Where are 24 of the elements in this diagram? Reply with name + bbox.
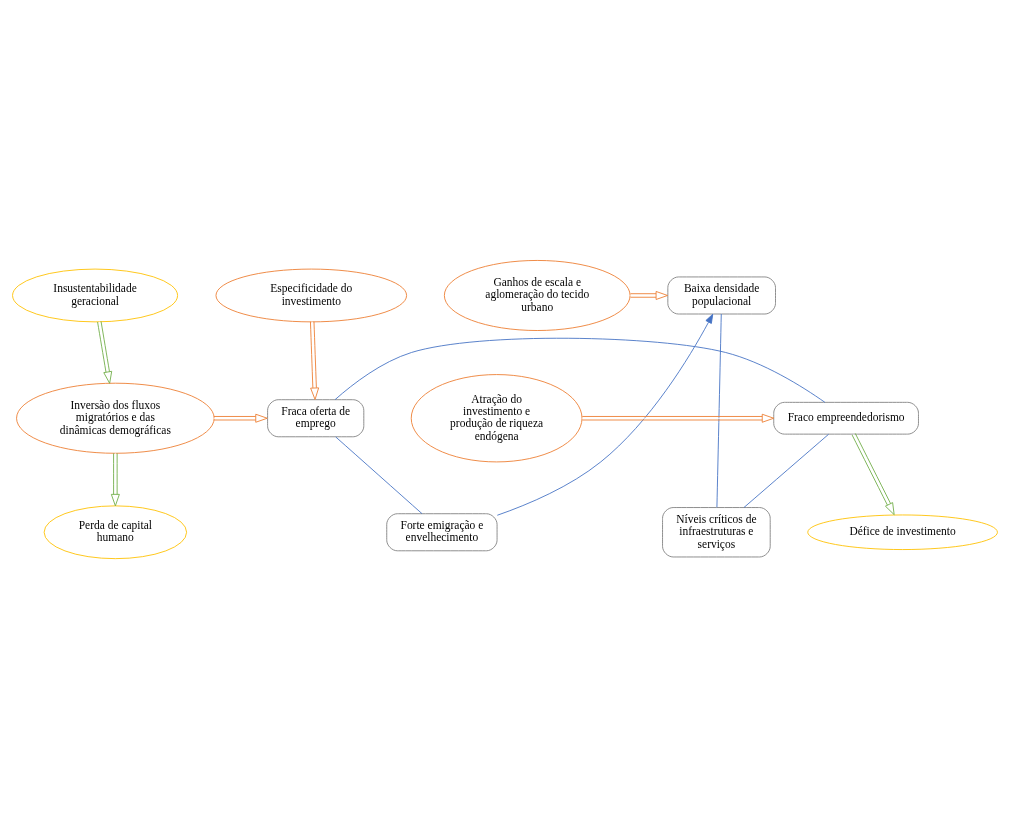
node-box: Fraco empreendedorismo: [773, 401, 919, 435]
node-ellipse: Perda de capital humano: [43, 504, 188, 559]
connector: [716, 313, 722, 508]
node-ellipse: Especificidade do investimento: [215, 268, 408, 322]
arrow: [97, 320, 113, 384]
arrow: [310, 320, 320, 400]
connector: [335, 435, 423, 514]
node-ellipse: Inversão dos fluxos migratórios e das dinâmicas demográficas: [16, 382, 215, 454]
node-box: Fraca oferta de emprego: [267, 398, 365, 437]
node-ellipse: Atração do investimento e produção de riqueza endógena: [410, 373, 583, 462]
arrow: [851, 432, 895, 515]
arrow: [110, 452, 120, 506]
node-box: Baixa densidade populacional: [667, 276, 776, 314]
connector: [743, 433, 830, 508]
node-ellipse: Défice de investimento: [807, 514, 998, 550]
arrow: [213, 413, 268, 423]
node-ellipse: Insustentabilidade geracional: [12, 268, 178, 322]
node-box: Forte emigração e envelhecimento: [386, 512, 498, 551]
arrow: [496, 313, 714, 516]
arrow: [581, 413, 775, 423]
node-ellipse: Ganhos de escala e aglomeração do tecido urbano: [443, 259, 631, 331]
connector: [334, 337, 826, 403]
node-box: Níveis críticos de infraestruturas e serviços: [662, 506, 771, 557]
arrow: [630, 290, 668, 300]
